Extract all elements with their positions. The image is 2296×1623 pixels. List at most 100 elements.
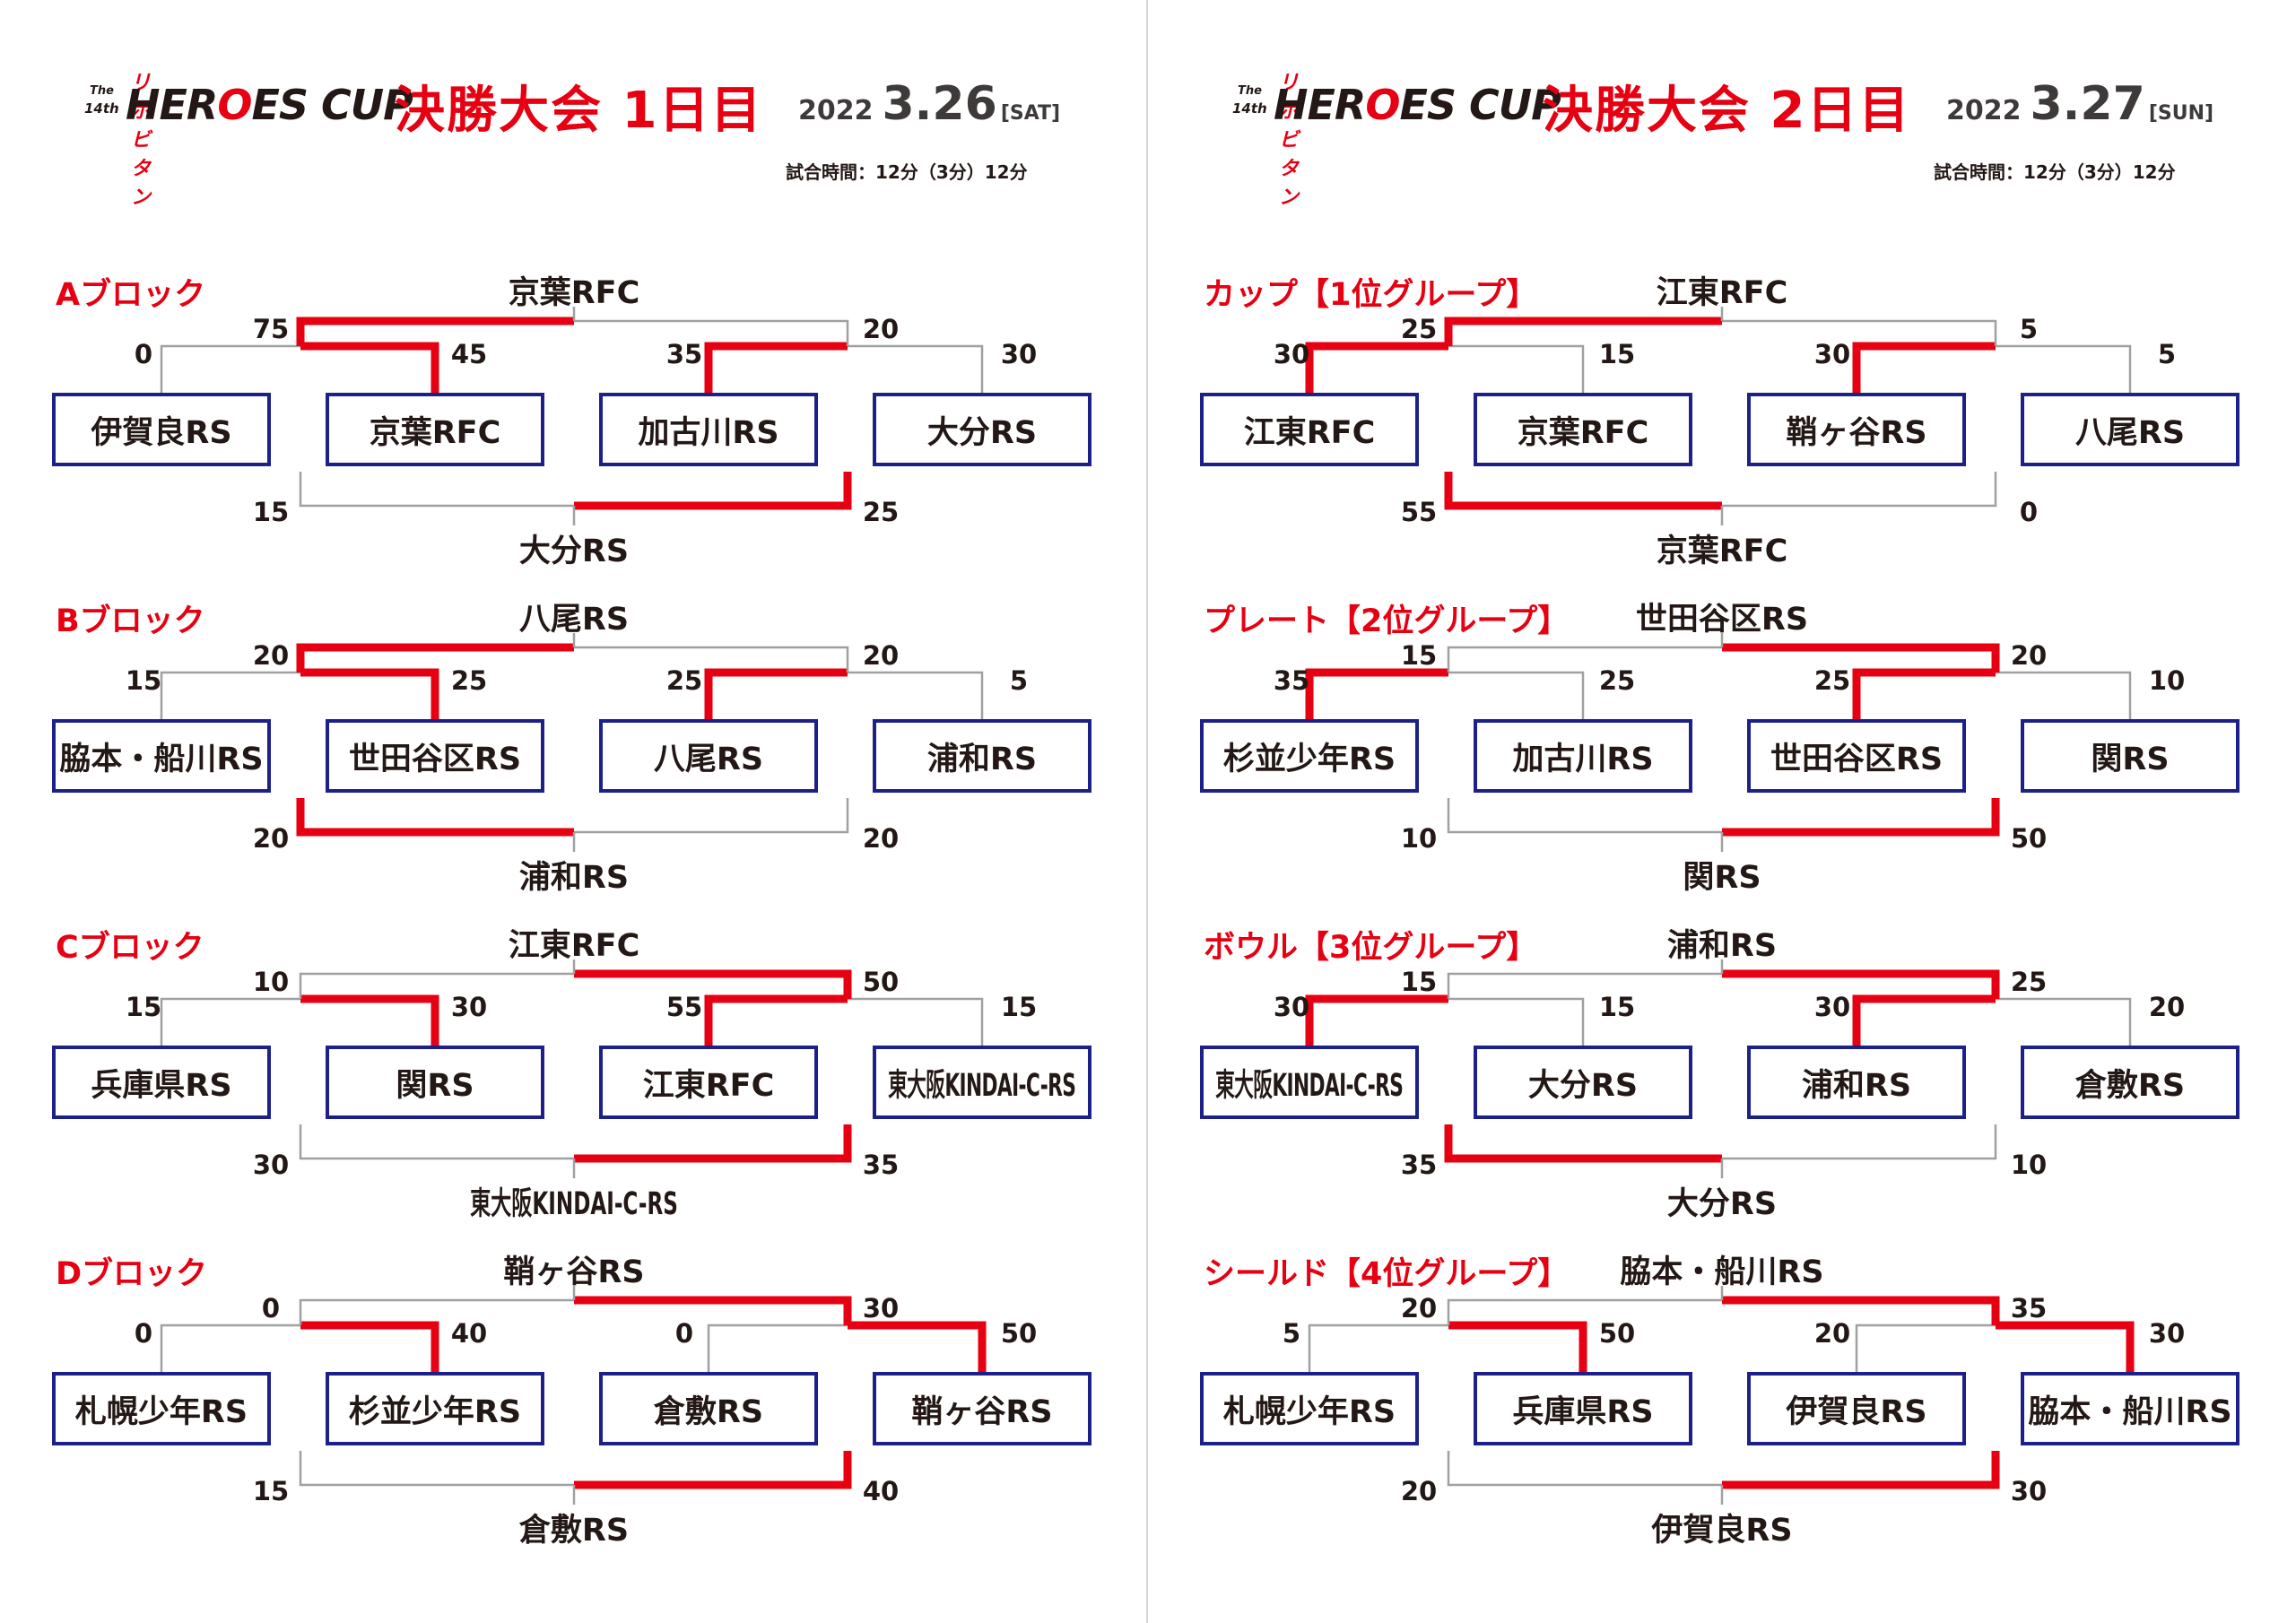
semi1-line-0 <box>160 344 300 393</box>
logo-edition: 14th <box>1232 100 1267 117</box>
team-name: 倉敷RS <box>653 1393 764 1430</box>
team-box: 兵庫県RS <box>1474 1372 1692 1445</box>
page-divider <box>1146 0 1148 1623</box>
semi2-line-3 <box>848 671 984 719</box>
semi1-line-0 <box>1305 994 1448 1046</box>
score-semi1-right: 15 <box>1598 992 1636 1022</box>
score-third-left: 35 <box>1400 1150 1438 1180</box>
team-box: 鞘ヶ谷RS <box>1747 393 1966 466</box>
score-final-right: 50 <box>862 967 900 997</box>
semi2-line-2 <box>1852 994 1996 1046</box>
logo-the: The <box>1238 84 1262 98</box>
score-semi1-right: 15 <box>1598 339 1636 369</box>
page-title: 決勝大会 2日目 <box>1543 82 1911 140</box>
third-line-left <box>1444 1124 1722 1163</box>
bracket-lines <box>160 307 984 525</box>
team-name: 八尾RS <box>653 741 764 777</box>
block-label: カップ【1位グループ】 <box>1204 277 1538 313</box>
score-semi2-left: 25 <box>665 665 703 696</box>
block-label: シールド【4位グループ】 <box>1204 1256 1570 1292</box>
score-final-right: 20 <box>2010 640 2048 671</box>
final-line-left <box>1447 646 1722 673</box>
team-box: 杉並少年RS <box>1200 719 1419 793</box>
score-final-right: 30 <box>862 1293 900 1324</box>
block-winner: 浦和RS <box>1666 928 1778 964</box>
score-semi1-right: 30 <box>450 992 488 1022</box>
team-name: 東大阪KINDAI-C-RS <box>1215 1067 1404 1104</box>
team-name: 杉並少年RS <box>1222 741 1396 777</box>
team-name: 鞘ヶ谷RS <box>1786 414 1927 451</box>
third-line-right <box>1722 1451 2000 1489</box>
score-semi1-right: 25 <box>450 665 488 696</box>
team-box: 兵庫県RS <box>52 1046 271 1119</box>
score-semi2-left: 30 <box>1813 992 1851 1022</box>
semi1-line-0 <box>160 1324 300 1372</box>
final-line-right <box>1722 319 1997 346</box>
logo-edition: 14th <box>84 100 119 117</box>
third-line-left <box>299 1451 574 1487</box>
block-winner: 江東RFC <box>1656 275 1788 311</box>
team-box: 浦和RS <box>1747 1046 1966 1119</box>
semi2-line-3 <box>1996 997 2132 1046</box>
team-box: 関RS <box>2021 719 2239 793</box>
score-third-right: 25 <box>862 497 900 527</box>
score-third-right: 35 <box>862 1150 900 1180</box>
semi1-line-1 <box>1448 671 1585 719</box>
score-semi1-left: 0 <box>134 1318 153 1349</box>
final-line-left <box>1447 972 1722 999</box>
third-line-left <box>1447 798 1722 834</box>
third-line-right <box>574 1451 852 1489</box>
team-name: 江東RFC <box>1243 414 1376 451</box>
team-name: 東大阪KINDAI-C-RS <box>888 1067 1076 1104</box>
semi2-line-3 <box>848 1321 987 1372</box>
final-line-right <box>574 969 852 999</box>
score-third-right: 50 <box>2010 823 2048 854</box>
third-line-left <box>299 472 574 508</box>
score-third-left: 55 <box>1400 497 1438 527</box>
team-box: 脇本・船川RS <box>52 719 271 793</box>
score-semi2-right: 50 <box>1000 1318 1038 1349</box>
semi2-line-2 <box>1855 1324 1996 1372</box>
block-winner: 京葉RFC <box>508 275 640 311</box>
score-third-right: 0 <box>2019 497 2039 527</box>
score-semi2-right: 5 <box>1009 665 1029 696</box>
block-label: プレート【2位グループ】 <box>1204 603 1570 639</box>
block-winner: 江東RFC <box>508 928 640 964</box>
logo-the: The <box>90 84 114 98</box>
team-name: 杉並少年RS <box>348 1393 522 1430</box>
team-name: 加古川RS <box>1512 741 1654 777</box>
score-final-left: 0 <box>261 1293 281 1324</box>
semi1-line-1 <box>300 342 439 393</box>
logo-wordmark: HEROES CUP <box>126 81 413 129</box>
team-box: 杉並少年RS <box>326 1372 544 1445</box>
score-third-right: 30 <box>2010 1476 2048 1506</box>
third-place-winner: 伊賀良RS <box>1651 1513 1793 1549</box>
final-line-left <box>296 317 574 346</box>
semi1-line-0 <box>160 997 300 1046</box>
final-line-right <box>1722 643 2000 673</box>
score-semi1-left: 30 <box>1273 339 1310 369</box>
team-box: 関RS <box>326 1046 544 1119</box>
final-line-right <box>574 1296 852 1325</box>
third-line-right <box>574 798 849 834</box>
team-box: 八尾RS <box>2021 393 2239 466</box>
score-final-right: 25 <box>2010 967 2048 997</box>
third-line-right <box>574 472 852 510</box>
team-box: 浦和RS <box>873 719 1091 793</box>
score-final-left: 20 <box>252 640 290 671</box>
semi2-line-3 <box>1996 671 2132 719</box>
third-place-winner: 東大阪KINDAI-C-RS <box>470 1186 678 1222</box>
semi1-line-1 <box>300 994 439 1046</box>
score-final-left: 25 <box>1400 314 1438 344</box>
team-name: 大分RS <box>926 414 1038 451</box>
page-title: 決勝大会 1日目 <box>395 82 763 140</box>
score-semi1-left: 15 <box>125 992 162 1022</box>
team-box: 倉敷RS <box>599 1372 818 1445</box>
score-semi1-left: 0 <box>134 339 153 369</box>
bracket-lines <box>160 633 984 852</box>
score-third-left: 20 <box>252 823 290 854</box>
block-label: ボウル【3位グループ】 <box>1204 930 1538 966</box>
